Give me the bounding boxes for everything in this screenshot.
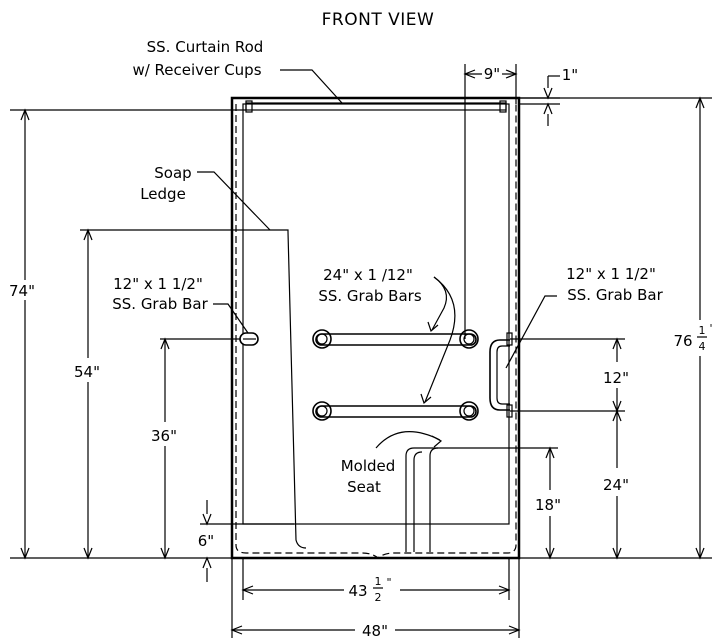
grab-bar-left-label-line1: 12" x 1 1/2" (113, 275, 203, 293)
grab-bar-right-label-line1: 12" x 1 1/2" (566, 265, 656, 283)
dimension-12: 12" (510, 337, 629, 413)
grab-bars-mid-label-line1: 24" x 1 /12" (323, 266, 413, 284)
dimension-76-denominator: 4 (699, 340, 706, 353)
soap-ledge-label-line1: Soap (154, 164, 191, 182)
dimension-54: 54" (74, 228, 270, 560)
molded-seat-label-line1: Molded (341, 457, 396, 475)
drawing-title: FRONT VIEW (322, 10, 435, 30)
grab-bar-lower (312, 401, 479, 421)
grab-bar-left-label-line2: SS. Grab Bar (112, 295, 208, 313)
curtain-rod (245, 100, 507, 113)
molded-seat (405, 447, 509, 552)
soap-ledge-callout: Soap Ledge (140, 164, 271, 231)
dimension-43-mark: " (386, 576, 391, 589)
curtain-rod-label-line1: SS. Curtain Rod (147, 38, 264, 56)
dimension-24: 24" (603, 409, 629, 560)
dimension-9: 9" (463, 64, 518, 339)
dimension-74: 74" (9, 108, 246, 560)
curtain-rod-callout: SS. Curtain Rod w/ Receiver Cups (132, 38, 343, 104)
dimension-76-whole: 76 (673, 332, 692, 350)
dimension-36: 36" (151, 337, 240, 560)
dimension-18: 18" (509, 446, 561, 560)
dimension-1: 1" (520, 66, 578, 126)
dimension-43-denominator: 2 (375, 591, 382, 604)
shower-unit-outline (230, 96, 521, 560)
dimension-54-label: 54" (74, 363, 100, 381)
grab-bar-right-label-line2: SS. Grab Bar (567, 286, 663, 304)
dimension-76-numerator: 1 (699, 324, 706, 337)
dimension-43-whole: 43 (348, 582, 367, 600)
dimension-48: 48" (230, 558, 521, 640)
grab-bar-upper (312, 329, 479, 349)
soap-ledge-label-line2: Ledge (140, 185, 186, 203)
dimension-36-label: 36" (151, 427, 177, 445)
dimension-76-mark: ' (709, 322, 712, 335)
dimension-12-label: 12" (603, 369, 629, 387)
soap-ledge (270, 229, 307, 549)
dimension-43-1-2: 43 1 2 " (241, 558, 511, 604)
dimension-6: 6" (198, 500, 243, 582)
grab-bars-mid-label-line2: SS. Grab Bars (318, 287, 422, 305)
curtain-rod-label-line2: w/ Receiver Cups (132, 61, 261, 79)
dimension-18-label: 18" (535, 496, 561, 514)
dimension-9-label: 9" (484, 65, 500, 83)
molded-seat-callout: Molded Seat (341, 431, 443, 496)
grab-bars-mid-callout: 24" x 1 /12" SS. Grab Bars (318, 266, 456, 405)
dimension-48-label: 48" (362, 622, 388, 640)
molded-seat-label-line2: Seat (347, 478, 381, 496)
dimension-74-label: 74" (9, 282, 35, 300)
grab-bar-right-callout: 12" x 1 1/2" SS. Grab Bar (505, 265, 664, 369)
dimension-76-1-4: 76 1 4 ' (519, 96, 713, 560)
grab-bar-left (239, 332, 259, 346)
dimension-1-label: 1" (562, 66, 578, 84)
dimension-43-numerator: 1 (375, 575, 382, 588)
dimension-24-label: 24" (603, 476, 629, 494)
grab-bar-left-callout: 12" x 1 1/2" SS. Grab Bar (112, 275, 249, 334)
dimension-6-label: 6" (198, 532, 214, 550)
